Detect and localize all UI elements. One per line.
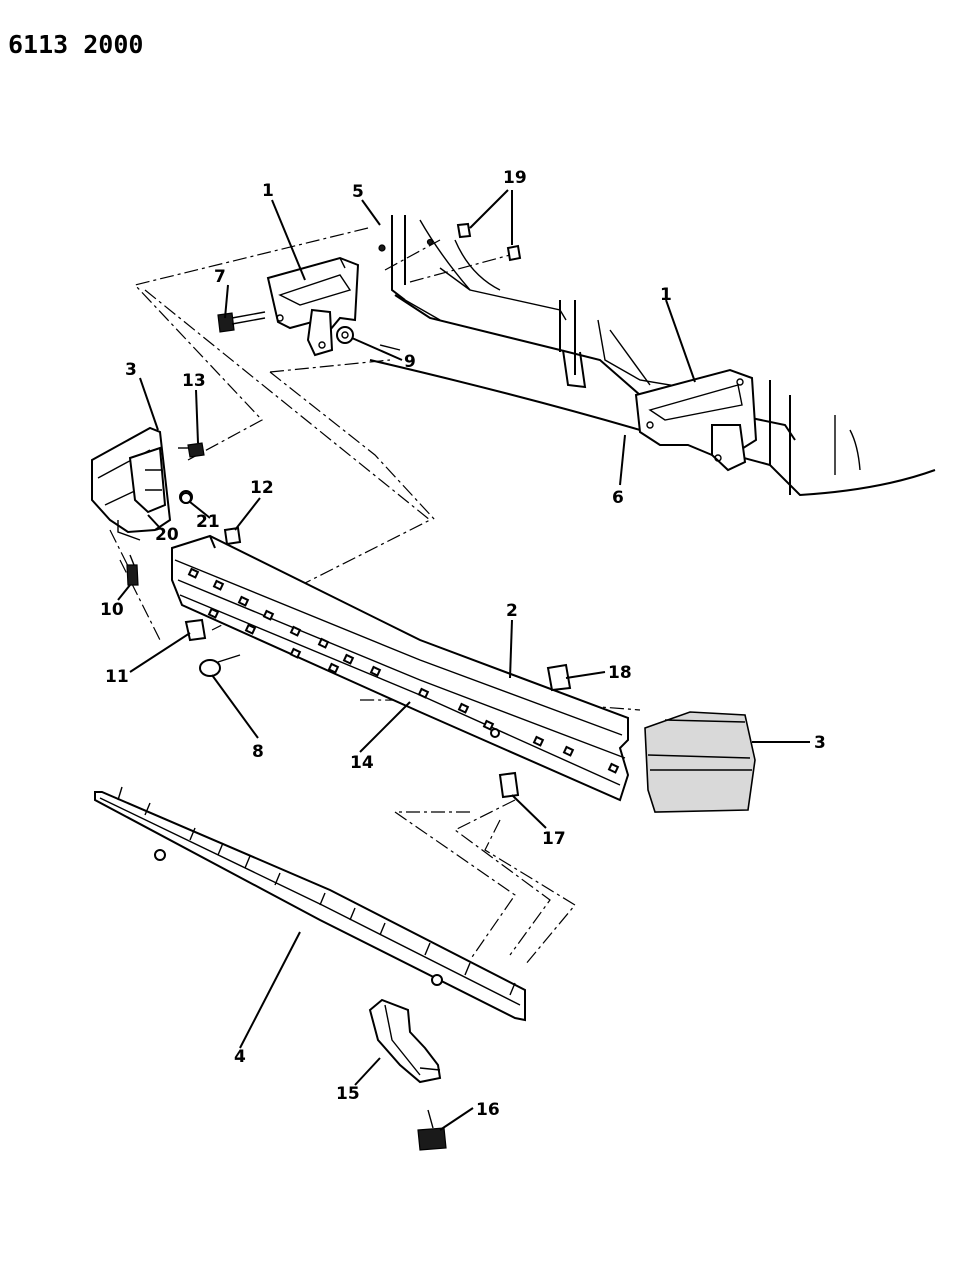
doc-number: 6113 2000	[8, 30, 144, 59]
callout-3-right: 3	[814, 733, 826, 753]
splash-shield	[368, 998, 442, 1084]
callout-5: 5	[352, 182, 364, 202]
callout-19: 19	[503, 168, 527, 188]
bumper-slots	[187, 567, 620, 774]
vehicle-front-body	[369, 215, 936, 497]
left-mounting-bracket	[266, 256, 360, 357]
callout-8: 8	[252, 742, 264, 762]
leader-lines	[117, 189, 810, 1131]
right-mounting-bracket	[634, 368, 758, 472]
lower-valance	[94, 786, 526, 1022]
right-end-cap	[644, 711, 756, 813]
callout-2: 2	[506, 601, 518, 621]
callout-1-left: 1	[262, 181, 274, 201]
callout-20: 20	[155, 525, 179, 545]
callout-12: 12	[250, 478, 274, 498]
callout-18: 18	[608, 663, 632, 683]
callout-16: 16	[476, 1100, 500, 1120]
callout-15: 15	[336, 1084, 360, 1104]
callout-21: 21	[196, 512, 220, 532]
callout-6: 6	[612, 488, 624, 508]
callout-14: 14	[350, 753, 374, 773]
callout-3-left: 3	[125, 360, 137, 380]
callout-7: 7	[214, 267, 226, 287]
callout-4: 4	[234, 1047, 246, 1067]
callout-17: 17	[542, 829, 566, 849]
fasteners	[126, 222, 572, 1151]
left-end-cap	[91, 426, 193, 541]
callout-10: 10	[100, 600, 124, 620]
callout-1-right: 1	[660, 285, 672, 305]
callout-11: 11	[105, 667, 129, 687]
valance-tabs	[117, 786, 516, 996]
callout-9: 9	[404, 352, 416, 372]
callout-13: 13	[182, 371, 206, 391]
callout-labels: 1 5 19 7 9 1 6 3 13 12 21 20 10 11 8 14 …	[100, 168, 826, 1120]
